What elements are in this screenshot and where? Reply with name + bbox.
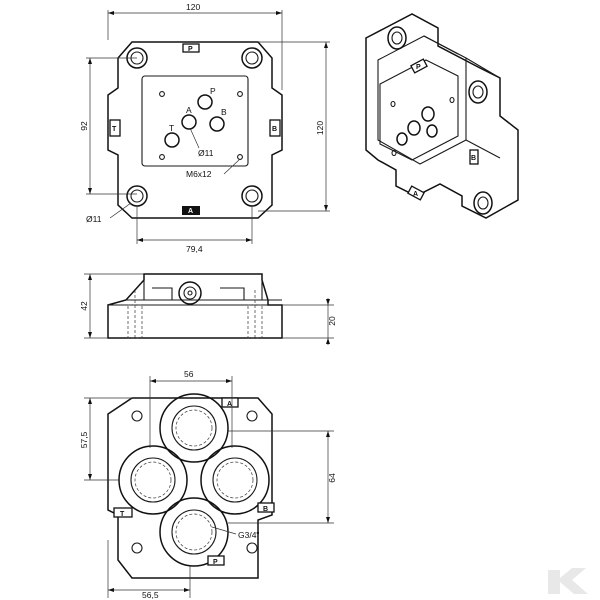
top-view-screw-holes — [159, 91, 243, 160]
top-view-outline — [107, 41, 283, 219]
dim-top-width-label: 120 — [186, 2, 200, 12]
dim-bottom-left — [84, 397, 132, 481]
port-t — [164, 132, 180, 148]
dim-top-width — [107, 10, 283, 90]
top-view-mount-face — [141, 75, 249, 167]
dim-hole-label: Ø11 — [86, 214, 102, 224]
tag-p-top — [182, 43, 200, 53]
svg-text:B: B — [272, 126, 277, 133]
iso-outline — [365, 13, 519, 219]
svg-text:P: P — [188, 46, 193, 53]
bottom-outline — [107, 397, 273, 579]
iso-view: P B A — [365, 13, 519, 219]
svg-text:P: P — [416, 64, 421, 71]
port-b — [209, 116, 225, 132]
dim-bottom-bottom-label: 56,5 — [142, 590, 159, 600]
watermark-logo — [548, 568, 588, 594]
dim-right-height-label: 120 — [315, 121, 325, 135]
port-label-a: A — [186, 105, 192, 115]
bottom-thread-label: G3/4" — [238, 530, 259, 540]
dim-side-step — [282, 298, 334, 345]
dim-center-hole-label: Ø11 — [198, 148, 214, 158]
svg-text:B: B — [263, 506, 268, 513]
iso-tag-a — [407, 185, 425, 201]
iso-tag-b — [469, 149, 479, 165]
top-view: P A B T P A B T 120 120 — [79, 2, 330, 254]
port-label-t: T — [169, 123, 174, 133]
svg-text:A: A — [188, 208, 193, 215]
dim-side-height-label: 42 — [79, 301, 89, 311]
svg-text:T: T — [112, 126, 117, 133]
dim-bolt-spacing-label: 79,4 — [186, 244, 203, 254]
bottom-tag-p — [207, 555, 225, 566]
dim-bottom-right-label: 64 — [327, 473, 337, 483]
dim-left-height — [86, 57, 137, 195]
bottom-tag-b — [257, 502, 275, 513]
dim-left-height-label: 92 — [79, 121, 89, 131]
svg-text:B: B — [471, 155, 476, 162]
side-view: 42 20 — [79, 273, 337, 345]
dim-bottom-left-label: 57,5 — [79, 431, 89, 448]
tag-a-bottom — [182, 206, 200, 215]
dim-bottom-bottom — [107, 540, 191, 598]
port-label-p: P — [210, 86, 216, 96]
side-hidden-holes — [127, 290, 263, 339]
port-a — [181, 114, 197, 130]
svg-text:A: A — [227, 401, 232, 408]
thread-label: M6x12 — [186, 169, 212, 179]
svg-text:A: A — [413, 191, 418, 198]
iso-ports — [390, 96, 455, 157]
svg-text:P: P — [213, 559, 218, 566]
bottom-tag-t — [113, 507, 133, 518]
top-view-ports — [164, 94, 225, 148]
dim-side-height — [84, 273, 144, 339]
bottom-tag-a — [221, 397, 239, 408]
dim-bottom-right — [228, 430, 334, 524]
bottom-view: A T B P 56 57,5 64 — [79, 369, 337, 600]
tag-t-left — [109, 119, 121, 137]
bottom-corner-holes — [131, 410, 258, 554]
side-port — [178, 281, 202, 305]
dim-side-step-label: 20 — [327, 316, 337, 326]
port-p — [197, 94, 213, 110]
port-label-b: B — [221, 107, 227, 117]
svg-text:T: T — [120, 511, 125, 518]
dim-bottom-top — [149, 376, 233, 448]
iso-tag-p — [410, 58, 428, 74]
dim-bottom-top-label: 56 — [184, 369, 194, 379]
dim-right-height — [258, 41, 330, 212]
tag-b-right — [269, 119, 281, 137]
dim-bolt-spacing — [136, 206, 253, 244]
bottom-ports — [118, 393, 270, 567]
iso-bolt-holes — [387, 26, 493, 215]
